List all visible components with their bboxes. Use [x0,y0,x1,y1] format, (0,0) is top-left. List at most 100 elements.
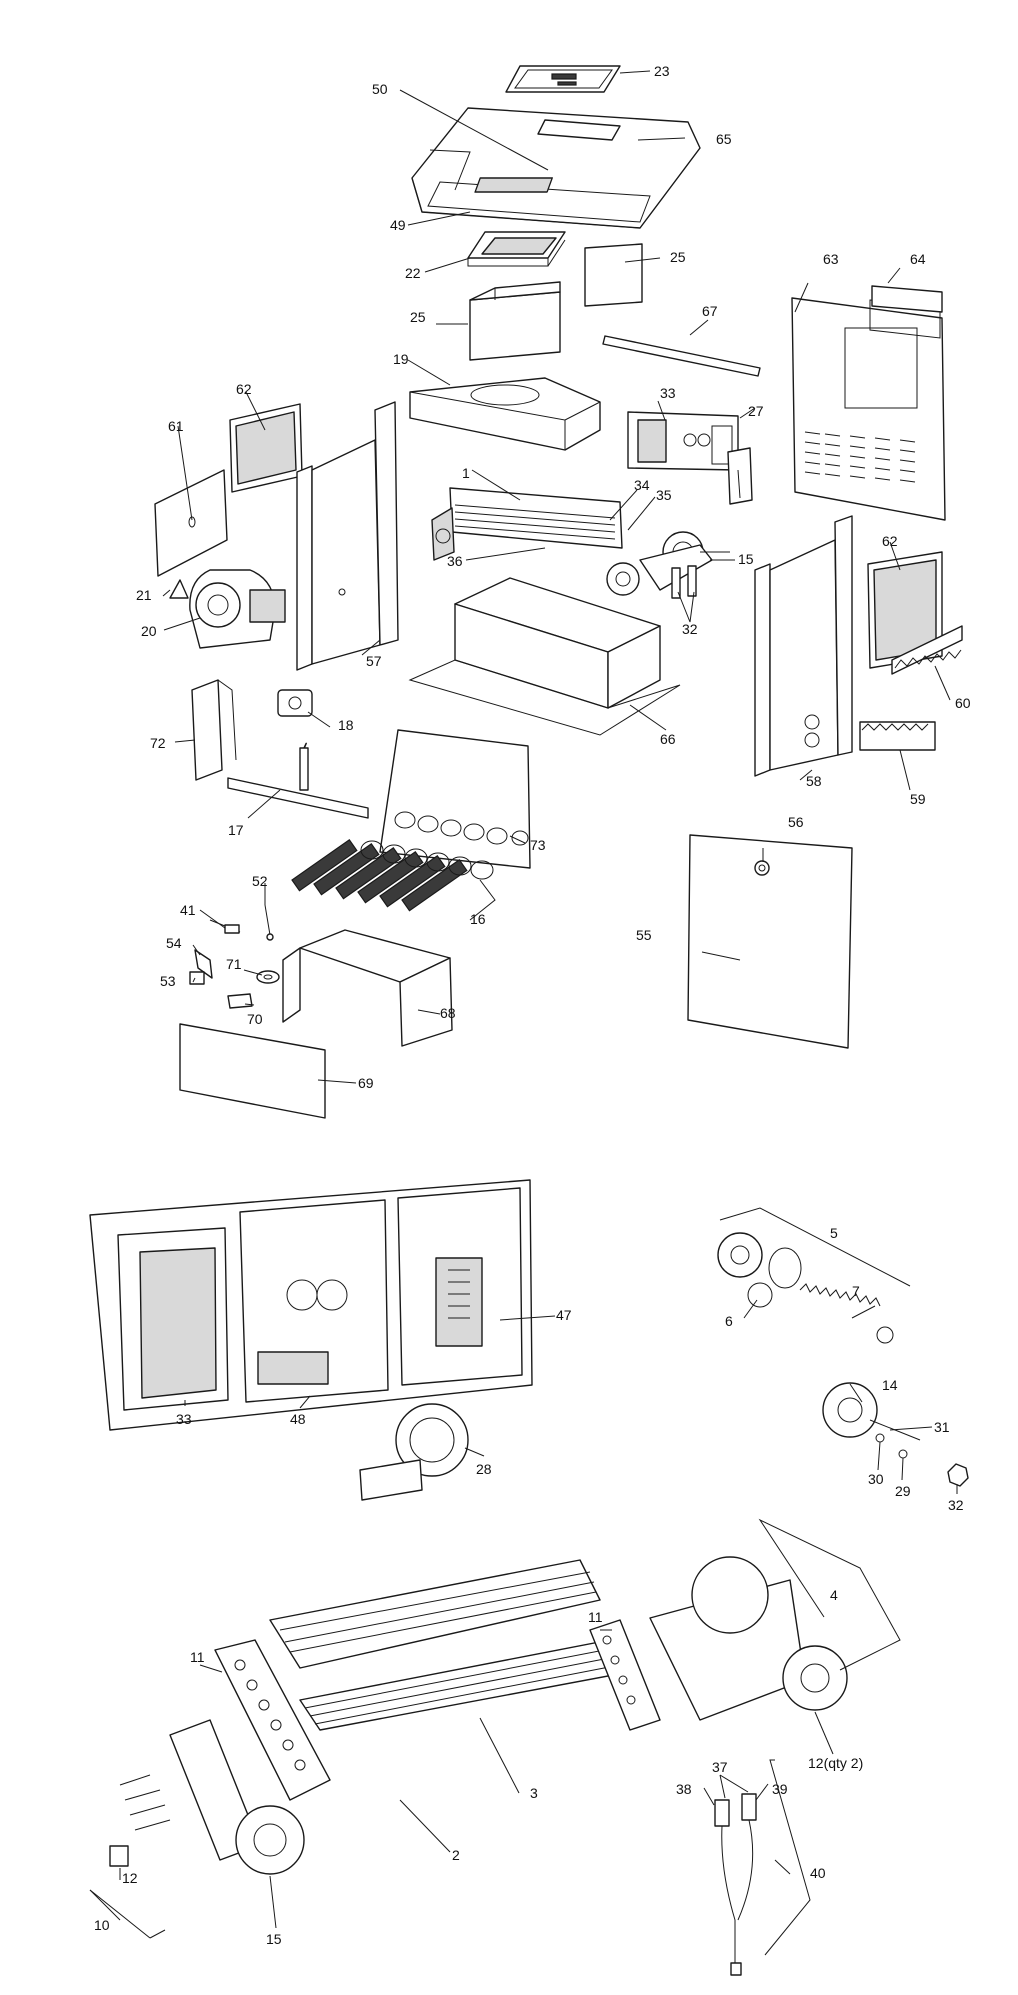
part-27-bracket [727,447,753,505]
callout-65: 65 [716,131,732,147]
callout-11-left: 11 [190,1649,205,1665]
callout-20: 20 [141,623,157,639]
callout-54: 54 [166,935,182,951]
callout-66: 66 [660,731,676,747]
callout-12: 12 [122,1870,138,1886]
part-7-spring [799,1283,894,1344]
part-63-rear-panel [791,297,946,521]
callout-19: 19 [393,351,409,367]
callout-11-right: 11 [588,1609,603,1625]
part-33-control-box [627,411,739,471]
part-62-filter-left [229,403,303,493]
callout-30: 30 [868,1471,884,1487]
part-21-gasket [169,579,189,599]
part-18-gas-valve [277,689,313,717]
part-53-switch [189,971,205,985]
part-30-washer [875,1433,885,1443]
callout-47: 47 [556,1307,572,1323]
part-70-clip [227,993,253,1009]
callout-15-bottom: 15 [266,1931,282,1947]
callout-27: 27 [748,403,764,419]
part-68-burner-shield [282,929,453,1047]
part-28-pressure-switch [359,1403,469,1501]
callout-58: 58 [806,773,822,789]
callout-36: 36 [447,553,463,569]
callout-16: 16 [470,911,486,927]
leader-lines [89,70,958,1956]
part-25-flue-box [469,281,561,361]
callout-35: 35 [656,487,672,503]
callout-34: 34 [634,477,650,493]
callout-6: 6 [725,1313,733,1329]
callout-33-mid: 33 [176,1411,192,1427]
callout-15-top: 15 [738,551,754,567]
callout-10: 10 [94,1917,110,1933]
part-67-trim-strip [602,335,761,377]
callout-62-right: 62 [882,533,898,549]
part-5-flange-assembly [717,1232,802,1289]
part-4-return-header [649,1556,848,1721]
callout-70: 70 [247,1011,263,1027]
callout-12-qty: 12(qty 2) [808,1755,863,1771]
callout-72: 72 [150,735,166,751]
callout-17: 17 [228,822,244,838]
callout-1: 1 [462,465,470,481]
callout-29: 29 [895,1483,911,1499]
callout-25-b: 25 [410,309,426,325]
callout-21: 21 [136,587,152,603]
part-66-base-pan [408,577,681,736]
callout-37: 37 [712,1759,728,1775]
part-48-control-panel-assembly [89,1179,533,1431]
callout-32-top: 32 [682,621,698,637]
part-15-header [606,531,730,599]
callout-56: 56 [788,814,804,830]
callout-52: 52 [252,873,268,889]
callout-32-mid: 32 [948,1497,964,1513]
callout-67: 67 [702,303,718,319]
callout-57: 57 [366,653,382,669]
part-15-inlet-header [235,1805,305,1875]
callout-labels: 23 50 65 49 22 25 25 67 19 63 64 33 27 6… [94,63,971,1947]
callout-18: 18 [338,717,354,733]
part-55-front-door [687,834,853,1049]
callout-55: 55 [636,927,652,943]
part-54-bracket [194,949,213,979]
part-61-side-panel [154,469,228,577]
part-59-baffle [859,721,936,751]
callout-14: 14 [882,1377,898,1393]
part-41-flame-sensor [209,919,241,934]
callout-22: 22 [405,265,421,281]
part-20-blower [189,569,286,649]
callout-60: 60 [955,695,971,711]
callout-3: 3 [530,1785,538,1801]
callout-38: 38 [676,1781,692,1797]
part-58-right-post [754,515,853,777]
part-71-grommet [256,970,280,984]
callout-33-top: 33 [660,385,676,401]
part-64-rating-plate [871,285,943,313]
part-22-flue-collar [467,231,566,267]
part-14-bypass-valve [822,1382,878,1438]
part-11-tube-sheet-left [214,1639,331,1801]
callout-25-a: 25 [670,249,686,265]
callout-68: 68 [440,1005,456,1021]
part-16-burners [291,839,494,912]
callout-7: 7 [852,1283,860,1299]
part-52-igniter [264,904,274,941]
callout-41: 41 [180,902,196,918]
callout-48: 48 [290,1411,306,1427]
part-2-tube [269,1559,601,1669]
callout-69: 69 [358,1075,374,1091]
callout-63: 63 [823,251,839,267]
part-17-manifold [227,742,369,819]
part-25-panel-small [584,243,643,307]
callout-31: 31 [934,1419,950,1435]
part-6-gasket [747,1282,773,1308]
part-19-top-panel [409,377,601,451]
part-57-left-post [296,401,399,671]
part-60-baffle [891,625,963,675]
callout-53: 53 [160,973,176,989]
part-11-tube-sheet-right [589,1619,661,1731]
callout-28: 28 [476,1461,492,1477]
